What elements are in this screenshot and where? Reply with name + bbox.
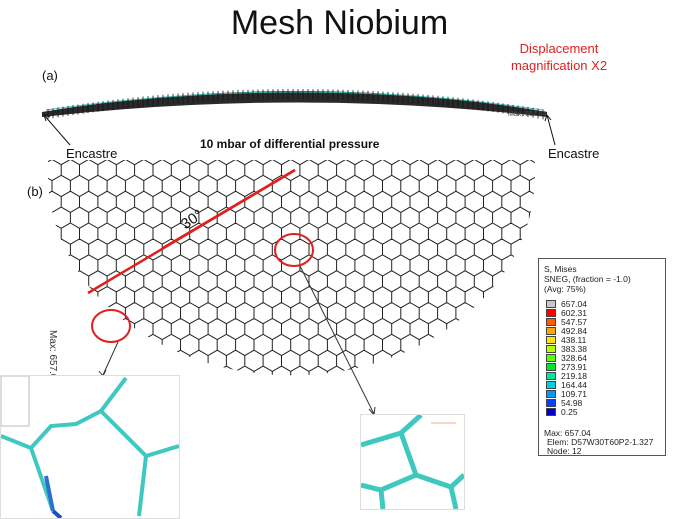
page-title: Mesh Niobium: [230, 4, 449, 42]
legend-value: 602.31: [561, 308, 587, 318]
legend-swatch: [546, 408, 556, 416]
legend-value: 219.18: [561, 371, 587, 381]
zoom-pointer-left: [102, 341, 119, 376]
legend-node: Node: 12: [547, 446, 582, 456]
legend-value: 547.57: [561, 317, 587, 327]
legend-title-1: S, Mises: [544, 264, 577, 274]
angle-line-upper: [162, 168, 296, 250]
highlight-circle-center: [274, 233, 314, 267]
legend-swatch: [546, 327, 556, 335]
legend-value: 657.04: [561, 299, 587, 309]
legend-value: 0.25: [561, 407, 578, 417]
encastre-right-arrow: [544, 114, 556, 146]
displacement-magnification-note: Displacement magnification X2: [510, 41, 608, 73]
legend-value: 328.64: [561, 353, 587, 363]
legend-swatch: [546, 309, 556, 317]
hexagonal-mesh: [48, 160, 535, 376]
legend-swatch: [546, 336, 556, 344]
zoom-inset-left: [0, 375, 180, 519]
legend-max: Max: 657.04: [544, 428, 591, 438]
legend-swatch: [546, 399, 556, 407]
highlight-circle-left: [91, 309, 131, 343]
legend-swatch: [546, 381, 556, 389]
strip-max-label: Max: 657.04: [508, 111, 547, 118]
panel-a-label: (a): [42, 68, 58, 83]
legend-value: 54.98: [561, 398, 583, 408]
deformed-mesh-strip: [42, 89, 547, 120]
legend-value: 273.91: [561, 362, 587, 372]
encastre-right-label: Encastre: [548, 146, 600, 161]
legend-swatch: [546, 300, 556, 308]
encastre-left-label: Encastre: [66, 146, 118, 161]
legend-swatch: [546, 345, 556, 353]
legend-swatch: [546, 372, 556, 380]
legend-swatch: [546, 318, 556, 326]
legend-value: 438.11: [561, 335, 587, 345]
legend-elem: Elem: D57W30T60P2-1.327: [547, 437, 654, 447]
legend-value: 109.71: [561, 389, 587, 399]
zoom-inset-right: [360, 414, 465, 510]
legend-title-2: SNEG, (fraction = -1.0): [544, 274, 631, 284]
legend-value: 492.84: [561, 326, 587, 336]
legend-swatch: [546, 363, 556, 371]
stress-legend: S, Mises SNEG, (fraction = -1.0) (Avg: 7…: [538, 258, 666, 456]
panel-b-label: (b): [27, 184, 43, 199]
legend-swatch: [546, 354, 556, 362]
encastre-left-arrow: [43, 114, 71, 146]
hex-cells: [48, 160, 535, 376]
zoom-pointer-center: [299, 265, 375, 415]
legend-value: 164.44: [561, 380, 587, 390]
legend-value: 383.38: [561, 344, 587, 354]
legend-title-3: (Avg: 75%): [544, 284, 586, 294]
legend-swatch: [546, 390, 556, 398]
pressure-label: 10 mbar of differential pressure: [200, 137, 380, 151]
